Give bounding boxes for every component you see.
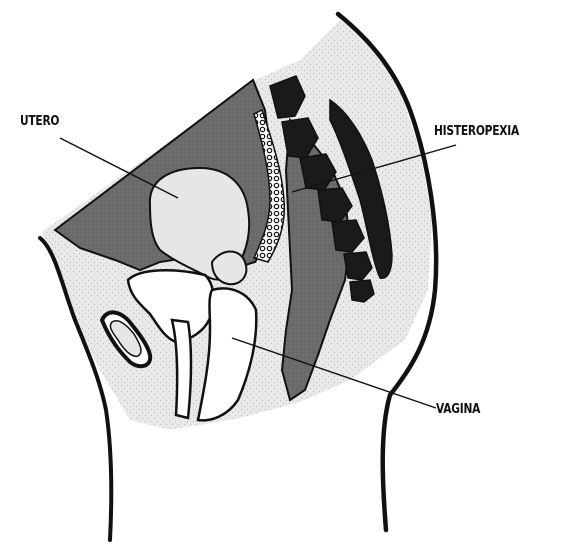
cervix: [212, 252, 246, 285]
label-histeropexia: HISTEROPEXIA: [434, 124, 519, 139]
label-vagina: VAGINA: [436, 402, 480, 417]
label-utero: UTERO: [20, 114, 59, 129]
